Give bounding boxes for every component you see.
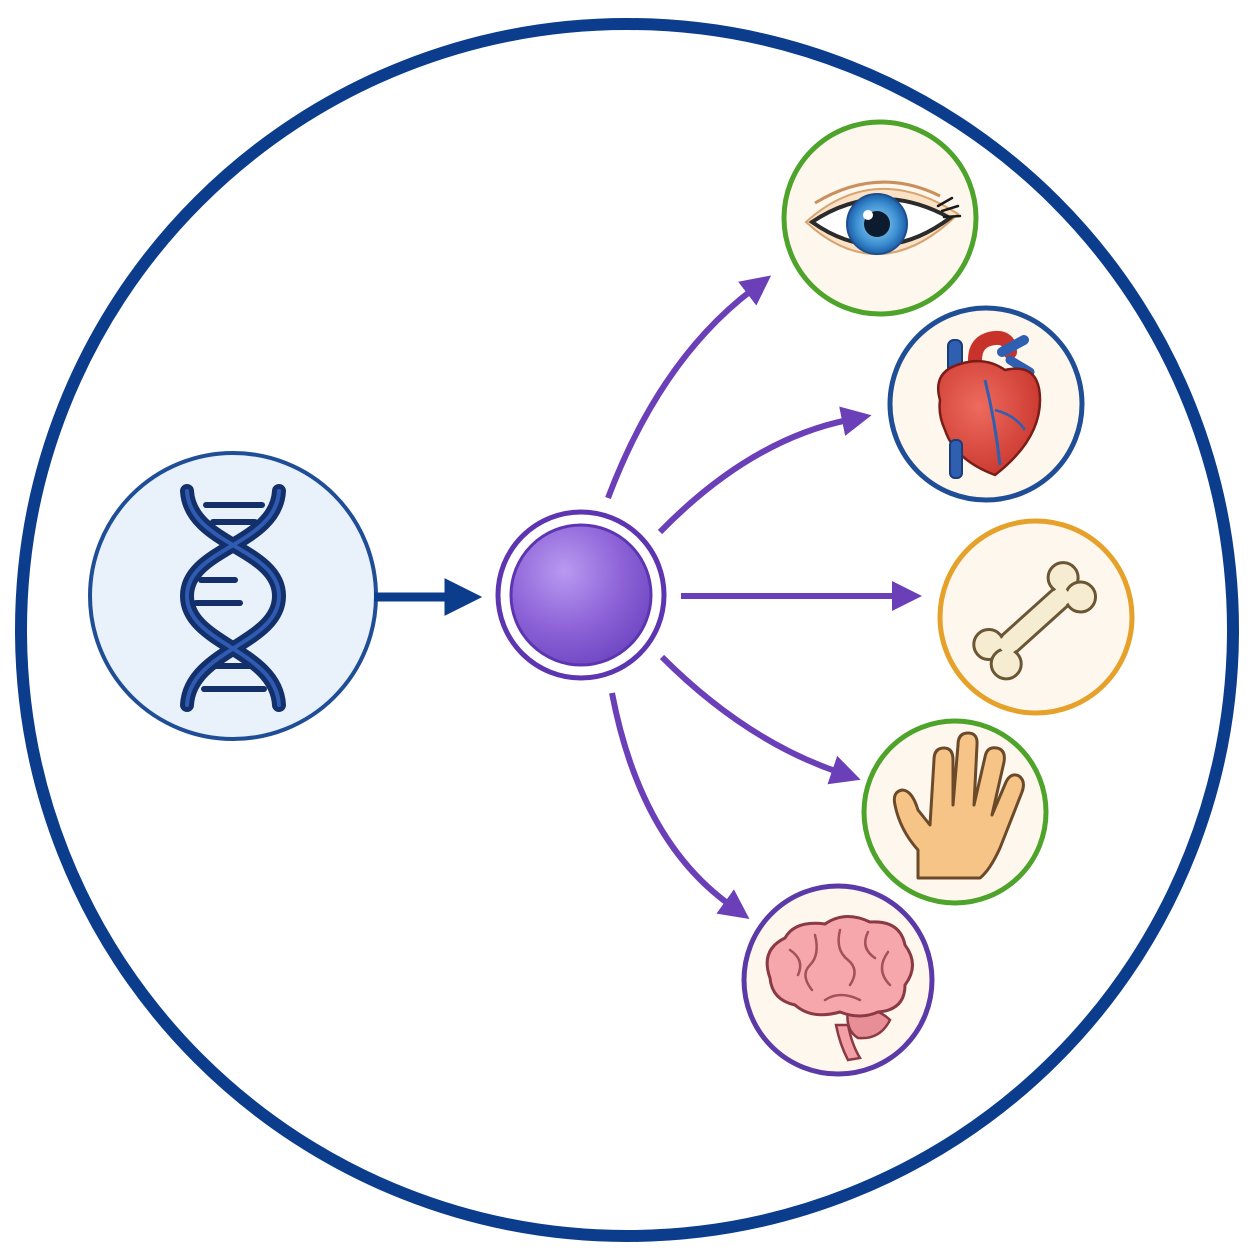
hand-icon	[892, 731, 1025, 880]
hub-node	[495, 509, 667, 681]
arrow-to-brain	[609, 692, 750, 920]
target-bone	[937, 518, 1135, 716]
bone-icon	[972, 561, 1098, 681]
arrow-to-heart	[657, 406, 872, 535]
brain-icon	[765, 915, 914, 1062]
target-brain	[741, 883, 935, 1077]
target-hand	[861, 718, 1049, 906]
dna-double-helix-icon	[179, 484, 287, 712]
target-eye	[781, 119, 979, 317]
arrow-to-hand	[659, 654, 861, 785]
eye-icon	[804, 180, 962, 255]
heart-icon	[937, 330, 1042, 479]
arrow-to-eye	[605, 275, 772, 500]
source-node	[88, 451, 378, 741]
target-heart	[887, 305, 1085, 503]
